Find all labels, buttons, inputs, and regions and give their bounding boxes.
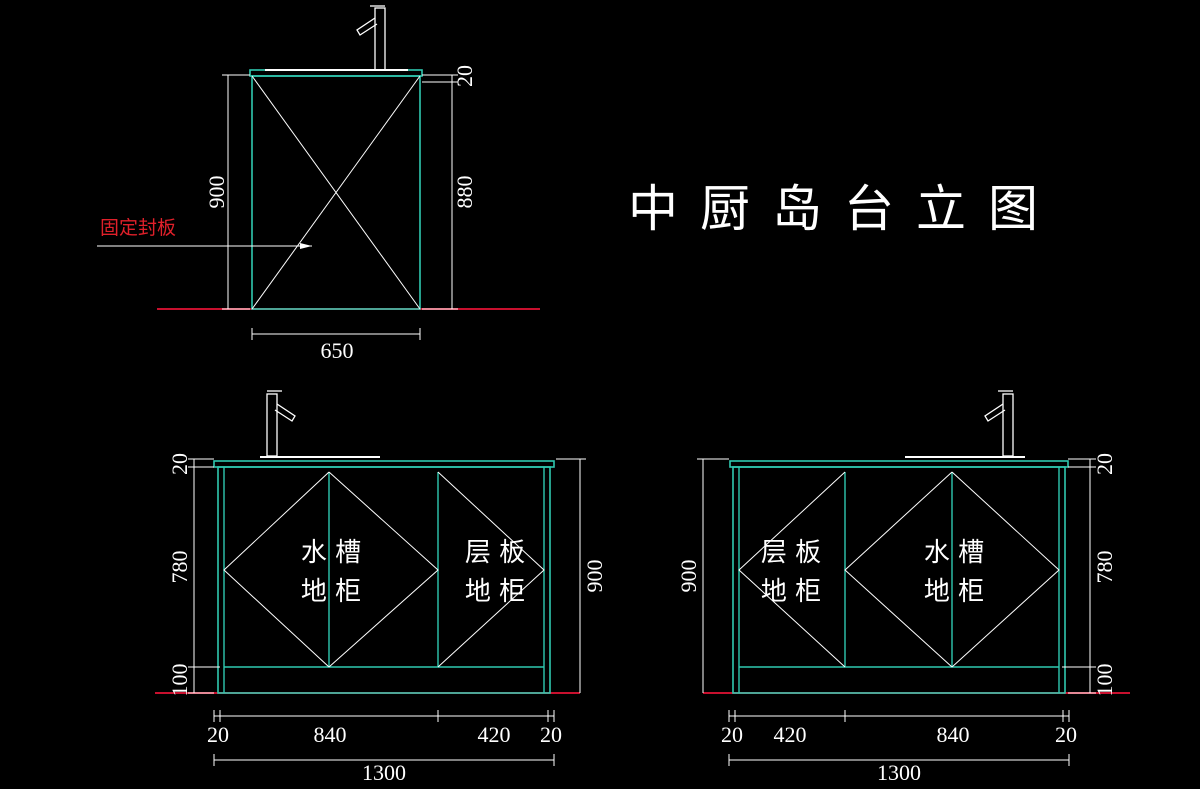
- sink-cabinet-label-line2: 地 柜: [301, 577, 361, 607]
- sink-cabinet-label-line2: 地 柜: [924, 577, 984, 607]
- dim-right-side-right: 20: [1055, 722, 1077, 747]
- shelf-cabinet-label-line1: 层 板: [761, 538, 821, 568]
- shelf-cabinet-label-line2: 地 柜: [761, 577, 821, 607]
- door-swing: [951, 471, 1060, 668]
- dim-left-door: 780: [167, 551, 192, 584]
- fixed-panel-note: 固定封板: [100, 217, 176, 239]
- door-swing: [437, 471, 545, 668]
- front-view-left: 水 槽 地 柜 层 板 地 柜 20 780 100 900 20 840 42…: [155, 390, 607, 785]
- cabinet-side-panel: [251, 75, 421, 310]
- side-view: 固定封板 900 20 880 650: [97, 5, 540, 363]
- shelf-cabinet-label-line2: 地 柜: [465, 577, 525, 607]
- sink-cabinet-label-line1: 水 槽: [301, 538, 361, 568]
- dim-side-width: 650: [321, 338, 354, 363]
- dim-right-plinth: 100: [1092, 664, 1117, 697]
- dim-right-top: 20: [1092, 453, 1117, 475]
- dim-left-plinth: 100: [167, 664, 192, 697]
- dim-right-side-left: 20: [721, 722, 743, 747]
- dim-left-total-height: 900: [582, 560, 607, 593]
- cabinet-carcass: [217, 466, 551, 694]
- dim-right-total-width: 1300: [877, 760, 921, 785]
- faucet-icon: [984, 390, 1014, 457]
- dim-side-body-height: 880: [452, 176, 477, 209]
- dim-left-sink-width: 840: [314, 722, 347, 747]
- front-view-right: 层 板 地 柜 水 槽 地 柜 900 20 780 100 20 420 84…: [676, 390, 1130, 785]
- dim-left-side-left: 20: [207, 722, 229, 747]
- dim-right-total-height: 900: [676, 560, 701, 593]
- sink-cabinet-label-line1: 水 槽: [924, 538, 984, 568]
- door-swing: [223, 471, 330, 668]
- countertop: [729, 460, 1069, 468]
- cabinet-carcass: [732, 466, 1066, 694]
- countertop: [213, 460, 555, 468]
- dim-left-side-right: 20: [540, 722, 562, 747]
- faucet-icon: [266, 390, 296, 457]
- dim-left-total-width: 1300: [362, 760, 406, 785]
- dim-right-shelf-width: 420: [774, 722, 807, 747]
- dim-side-top: 20: [452, 65, 477, 87]
- dim-right-door: 780: [1092, 551, 1117, 584]
- dim-right-sink-width: 840: [937, 722, 970, 747]
- faucet-icon: [356, 5, 386, 71]
- dim-side-total-height: 900: [204, 176, 229, 209]
- door-swing: [328, 471, 439, 668]
- drawing-title: 中厨岛台立图: [628, 180, 1060, 238]
- dim-left-top: 20: [167, 453, 192, 475]
- dim-left-shelf-width: 420: [478, 722, 511, 747]
- shelf-cabinet-label-line1: 层 板: [465, 538, 525, 568]
- door-swing: [844, 471, 953, 668]
- door-swing: [738, 471, 846, 668]
